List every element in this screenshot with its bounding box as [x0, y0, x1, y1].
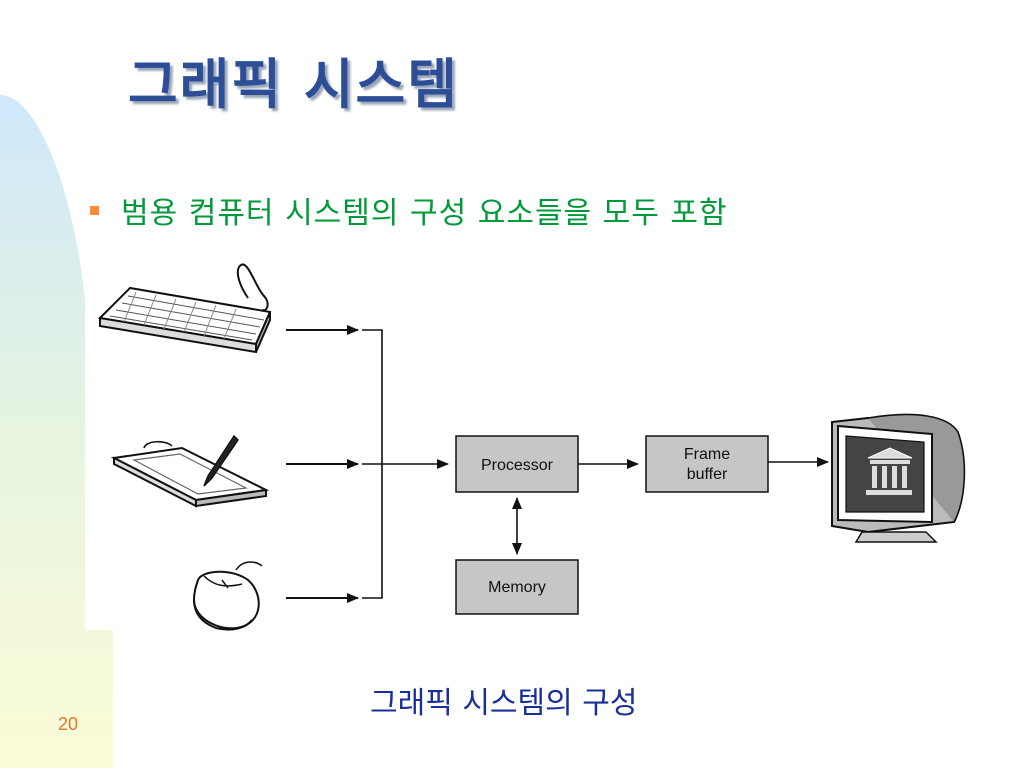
slide-title: 그래픽 시스템 [128, 53, 459, 116]
bullet-item: 범용 컴퓨터 시스템의 구성 요소들을 모두 포함 [90, 188, 728, 232]
keyboard-icon [97, 263, 272, 354]
figure-caption: 그래픽 시스템의 구성 [370, 686, 638, 721]
frame-buffer-box: Frame buffer [645, 435, 769, 493]
memory-box: Memory [455, 559, 579, 615]
left-gradient-band [0, 95, 113, 768]
bullet-square-icon [90, 205, 99, 215]
processor-label: Processor [481, 457, 554, 474]
processor-box: Processor [455, 435, 579, 493]
frame-buffer-label-line2: buffer [687, 466, 728, 483]
frame-buffer-label-line1: Frame [684, 446, 730, 463]
input-bus [362, 329, 383, 599]
memory-label: Memory [488, 579, 546, 596]
page-number: 20 [58, 714, 79, 734]
monitor-icon [831, 413, 966, 543]
tablet-icon [110, 434, 270, 508]
mouse-icon [192, 561, 263, 631]
bullet-text: 범용 컴퓨터 시스템의 구성 요소들을 모두 포함 [121, 196, 728, 231]
graphics-system-diagram: Processor Frame buffer Memory [97, 263, 966, 631]
